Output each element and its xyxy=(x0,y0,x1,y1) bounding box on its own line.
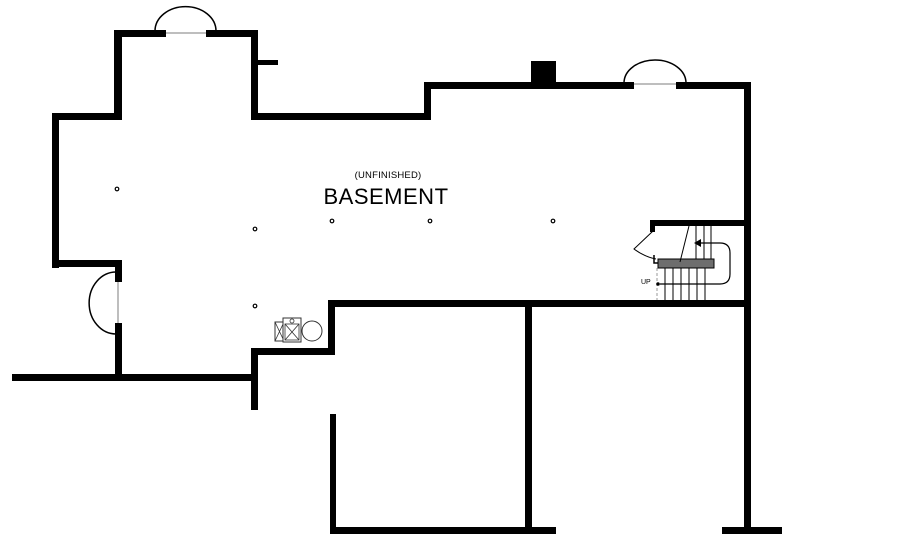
post-marker xyxy=(252,226,258,232)
mechanical-equipment xyxy=(274,317,323,343)
window-top-left xyxy=(154,5,217,34)
stair-direction-label: UP xyxy=(641,279,651,286)
walls-middle-divider xyxy=(328,300,751,307)
walls-top-left-bay xyxy=(114,30,278,120)
post-marker xyxy=(550,218,556,224)
tank-icon xyxy=(301,320,323,342)
support-posts xyxy=(114,186,556,309)
stair-enclosure xyxy=(650,220,750,232)
post-marker xyxy=(114,186,120,192)
door-left-side xyxy=(88,271,119,335)
room-title: BASEMENT xyxy=(323,184,449,209)
chimney xyxy=(531,61,556,86)
post-marker xyxy=(329,218,335,224)
post-marker xyxy=(252,303,258,309)
room-subtitle: (UNFINISHED) xyxy=(354,170,422,181)
walls-bottom-left xyxy=(12,300,335,410)
walls-lower-rooms xyxy=(330,300,782,534)
furnace-icon xyxy=(282,317,302,343)
window-top-right xyxy=(623,59,687,85)
post-marker xyxy=(427,218,433,224)
walls-left-wing xyxy=(52,113,122,378)
stairway xyxy=(633,225,731,301)
